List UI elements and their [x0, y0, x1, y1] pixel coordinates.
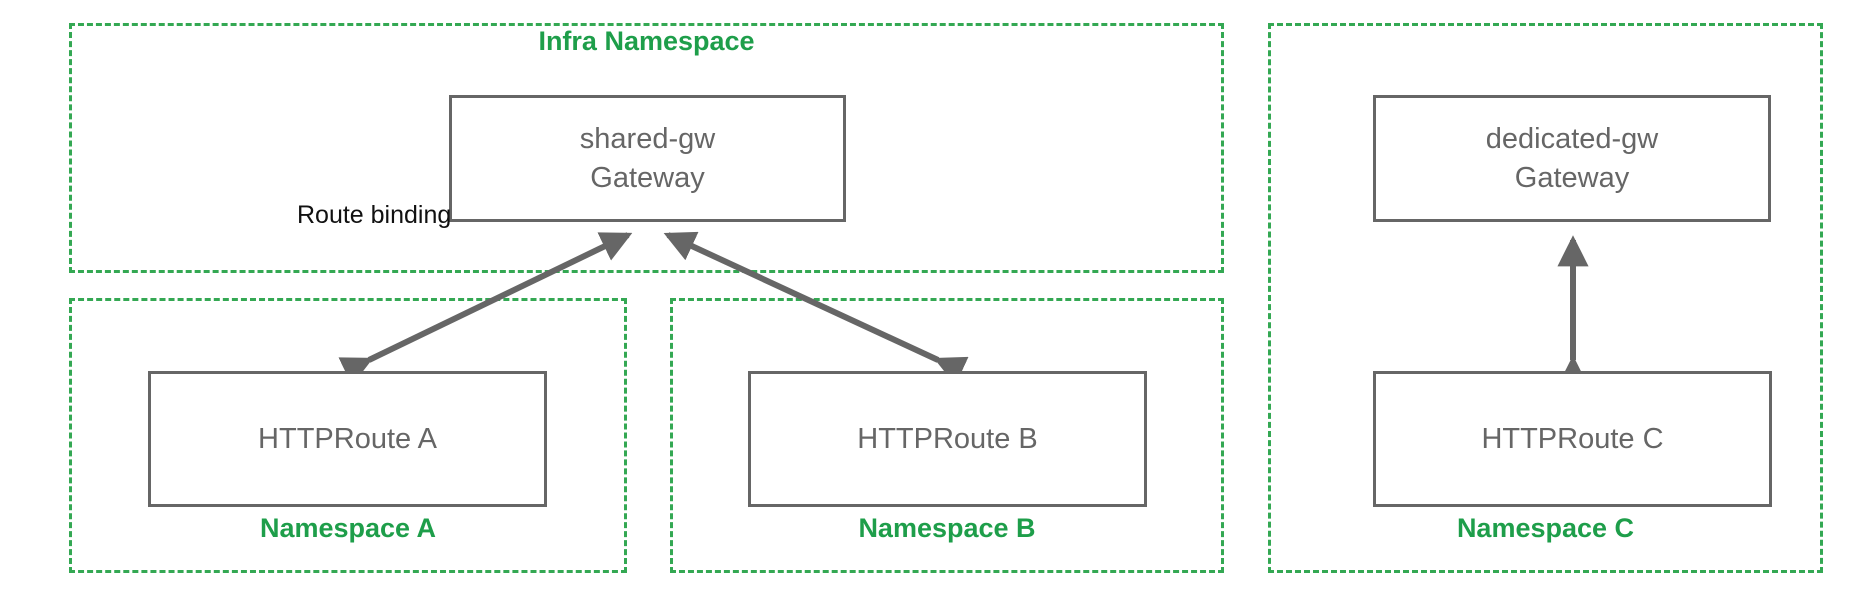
resource-box-dedicated-gw[interactable]: dedicated-gw Gateway — [1373, 95, 1771, 222]
resource-name-httproute-b: HTTPRoute B — [857, 422, 1038, 455]
namespace-label-a: Namespace A — [259, 513, 437, 543]
resource-box-httproute-c[interactable]: HTTPRoute C — [1373, 371, 1772, 507]
resource-kind-shared-gw: Gateway — [590, 161, 705, 194]
namespace-label-c: Namespace C — [1456, 513, 1635, 543]
namespace-container-infra — [69, 23, 1224, 273]
resource-box-httproute-b[interactable]: HTTPRoute B — [748, 371, 1147, 507]
resource-name-dedicated-gw: dedicated-gw — [1485, 123, 1659, 156]
namespace-container-c — [1268, 23, 1823, 573]
resource-name-httproute-c: HTTPRoute C — [1481, 422, 1664, 455]
resource-name-shared-gw: shared-gw — [579, 123, 716, 156]
resource-kind-dedicated-gw: Gateway — [1514, 161, 1630, 194]
namespace-label-b: Namespace B — [858, 513, 1036, 543]
resource-name-httproute-a: HTTPRoute A — [258, 422, 437, 455]
namespace-label-infra: Infra Namespace — [538, 26, 755, 56]
annotation-route-binding: Route binding — [297, 201, 452, 229]
resource-box-httproute-a[interactable]: HTTPRoute A — [148, 371, 547, 507]
resource-box-shared-gw[interactable]: shared-gw Gateway — [449, 95, 846, 222]
